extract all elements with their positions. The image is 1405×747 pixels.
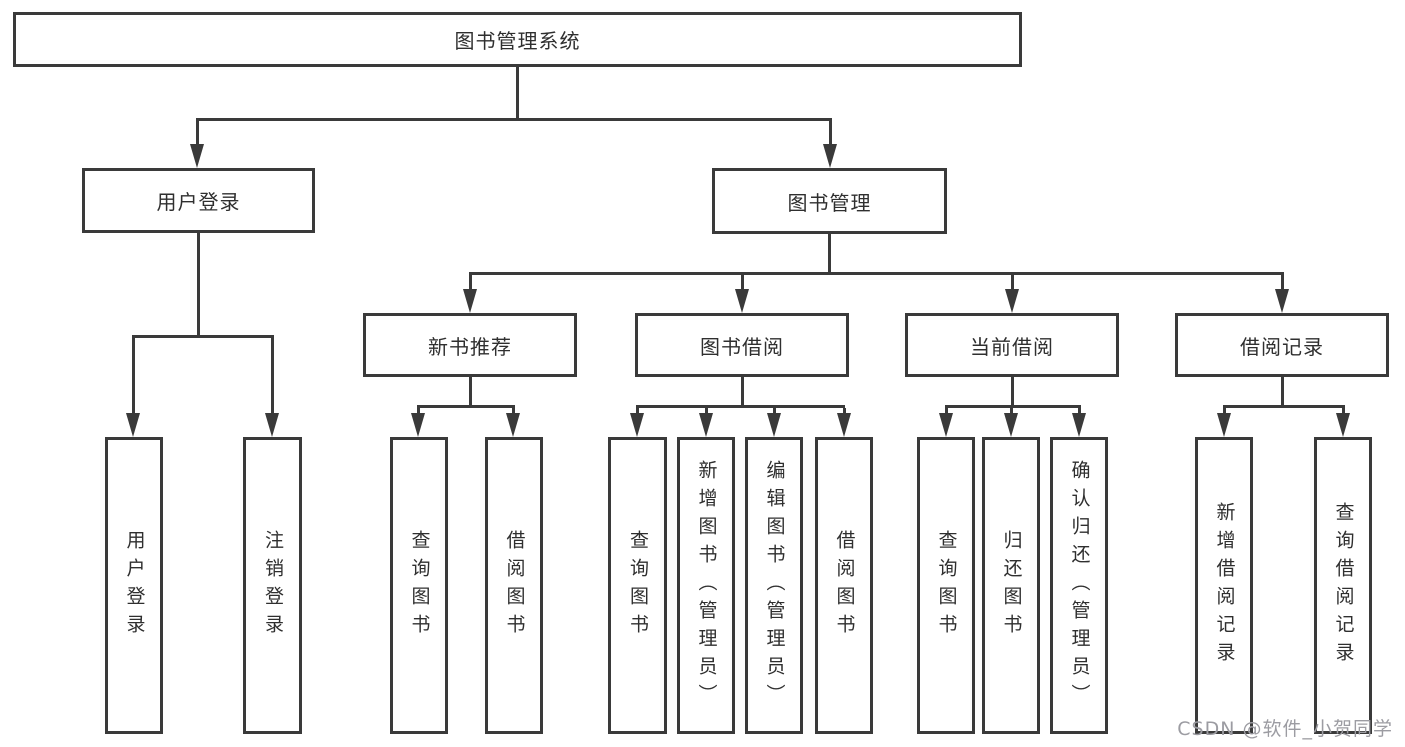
node-confirm-return-admin-label: 确认归还（管理员）: [1068, 459, 1091, 712]
arrow-current-borrow-leaf-2: [1004, 413, 1018, 437]
node-borrow-records: 借阅记录: [1175, 313, 1389, 377]
arrow-to-book-mgmt: [823, 144, 837, 168]
arrow-to-book-borrow: [735, 289, 749, 313]
edge-to-new-book-stem: [468, 275, 472, 292]
edge-to-current-borrow-stem: [1010, 275, 1014, 292]
node-query-books-1-label: 查询图书: [408, 529, 431, 642]
edge-to-user-login-leaf-stem: [131, 338, 135, 419]
edge-new-book-drop-2: [511, 408, 515, 416]
edge-root-stem: [515, 67, 519, 118]
edge-book-borrow-drop-2: [704, 408, 708, 416]
arrow-book-borrow-leaf-3: [767, 413, 781, 437]
node-add-books-admin-label: 新增图书（管理员）: [695, 459, 718, 712]
edge-borrow-records-drop-2: [1341, 408, 1345, 416]
edge-book-borrow-drop-3: [772, 408, 776, 416]
node-borrow-records-label: 借阅记录: [1240, 334, 1324, 359]
edge-to-book-borrow-stem: [740, 275, 744, 292]
edge-to-user-login-stem: [195, 121, 199, 147]
node-library-system: 图书管理系统: [13, 12, 1022, 67]
node-add-books-admin: 新增图书（管理员）: [677, 437, 735, 734]
edge-new-book-drop-1: [416, 408, 420, 416]
edge-current-borrow-stem2: [1010, 377, 1014, 408]
arrow-to-user-login-leaf: [126, 413, 140, 437]
node-query-books-3-label: 查询图书: [935, 529, 958, 642]
node-add-borrow-record: 新增借阅记录: [1195, 437, 1253, 734]
node-user-login-leaf-label: 用户登录: [123, 529, 146, 642]
arrow-to-logout-leaf: [265, 413, 279, 437]
edge-user-login-bar: [131, 335, 274, 338]
arrow-to-new-book: [463, 289, 477, 313]
edge-current-borrow-drop-3: [1077, 408, 1081, 416]
node-book-mgmt: 图书管理: [712, 168, 947, 234]
node-borrow-books-2-label: 借阅图书: [833, 529, 856, 642]
arrow-new-book-leaf-1: [411, 413, 425, 437]
edge-current-borrow-drop-2: [1009, 408, 1013, 416]
edge-current-borrow-drop-1: [944, 408, 948, 416]
node-borrow-books-2: 借阅图书: [815, 437, 873, 734]
node-book-borrow: 图书借阅: [635, 313, 849, 377]
edge-borrow-records-drop-1: [1222, 408, 1226, 416]
node-current-borrow-label: 当前借阅: [970, 334, 1054, 359]
edge-book-mgmt-stem: [827, 234, 831, 275]
edge-to-logout-leaf-stem: [270, 338, 274, 419]
node-book-mgmt-label: 图书管理: [787, 190, 872, 215]
node-new-book-rec: 新书推荐: [363, 313, 577, 377]
node-edit-books-admin-label: 编辑图书（管理员）: [763, 459, 786, 712]
csdn-watermark: CSDN @软件_小贺同学: [1177, 718, 1393, 740]
node-return-books-label: 归还图书: [1000, 529, 1023, 642]
edge-book-borrow-stem2: [740, 377, 744, 408]
node-edit-books-admin: 编辑图书（管理员）: [745, 437, 803, 734]
node-user-login: 用户登录: [82, 168, 315, 233]
node-confirm-return-admin: 确认归还（管理员）: [1050, 437, 1108, 734]
edge-root-bar: [195, 118, 832, 121]
edge-to-book-mgmt-stem: [828, 121, 832, 147]
edge-book-mgmt-bar: [468, 272, 1284, 275]
arrow-book-borrow-leaf-4: [837, 413, 851, 437]
node-logout-leaf: 注销登录: [243, 437, 302, 734]
node-user-login-leaf: 用户登录: [105, 437, 163, 734]
node-query-books-3: 查询图书: [917, 437, 975, 734]
arrow-current-borrow-leaf-1: [939, 413, 953, 437]
arrow-book-borrow-leaf-1: [630, 413, 644, 437]
node-query-books-2: 查询图书: [608, 437, 667, 734]
arrow-book-borrow-leaf-2: [699, 413, 713, 437]
node-library-system-label: 图书管理系统: [454, 29, 581, 53]
node-query-borrow-record-label: 查询借阅记录: [1332, 501, 1355, 670]
node-logout-leaf-label: 注销登录: [262, 529, 284, 642]
node-add-borrow-record-label: 新增借阅记录: [1213, 501, 1236, 670]
edge-new-book-stem: [468, 377, 472, 408]
arrow-to-current-borrow: [1005, 289, 1019, 313]
node-query-books-2-label: 查询图书: [627, 529, 649, 642]
node-borrow-books-1-label: 借阅图书: [503, 529, 526, 642]
arrow-to-user-login: [190, 144, 204, 168]
arrow-to-borrow-records: [1275, 289, 1289, 313]
node-book-borrow-label: 图书借阅: [700, 334, 784, 359]
arrow-borrow-records-leaf-2: [1336, 413, 1350, 437]
edge-current-borrow-bar: [944, 405, 1081, 408]
node-borrow-books-1: 借阅图书: [485, 437, 543, 734]
arrow-current-borrow-leaf-3: [1072, 413, 1086, 437]
edge-to-borrow-records-stem: [1280, 275, 1284, 292]
node-current-borrow: 当前借阅: [905, 313, 1119, 377]
edge-book-borrow-drop-4: [842, 408, 846, 416]
node-user-login-label: 用户登录: [156, 190, 241, 214]
arrow-borrow-records-leaf-1: [1217, 413, 1231, 437]
node-query-books-1: 查询图书: [390, 437, 448, 734]
edge-new-book-bar: [416, 405, 515, 408]
node-new-book-rec-label: 新书推荐: [428, 334, 512, 359]
node-return-books: 归还图书: [982, 437, 1040, 734]
edge-book-borrow-bar: [636, 405, 845, 408]
edge-user-login-stem: [196, 233, 200, 338]
edge-borrow-records-bar: [1222, 405, 1345, 408]
edge-book-borrow-drop-1: [636, 408, 639, 416]
arrow-new-book-leaf-2: [506, 413, 520, 437]
node-query-borrow-record: 查询借阅记录: [1314, 437, 1372, 734]
edge-borrow-records-stem2: [1280, 377, 1284, 408]
